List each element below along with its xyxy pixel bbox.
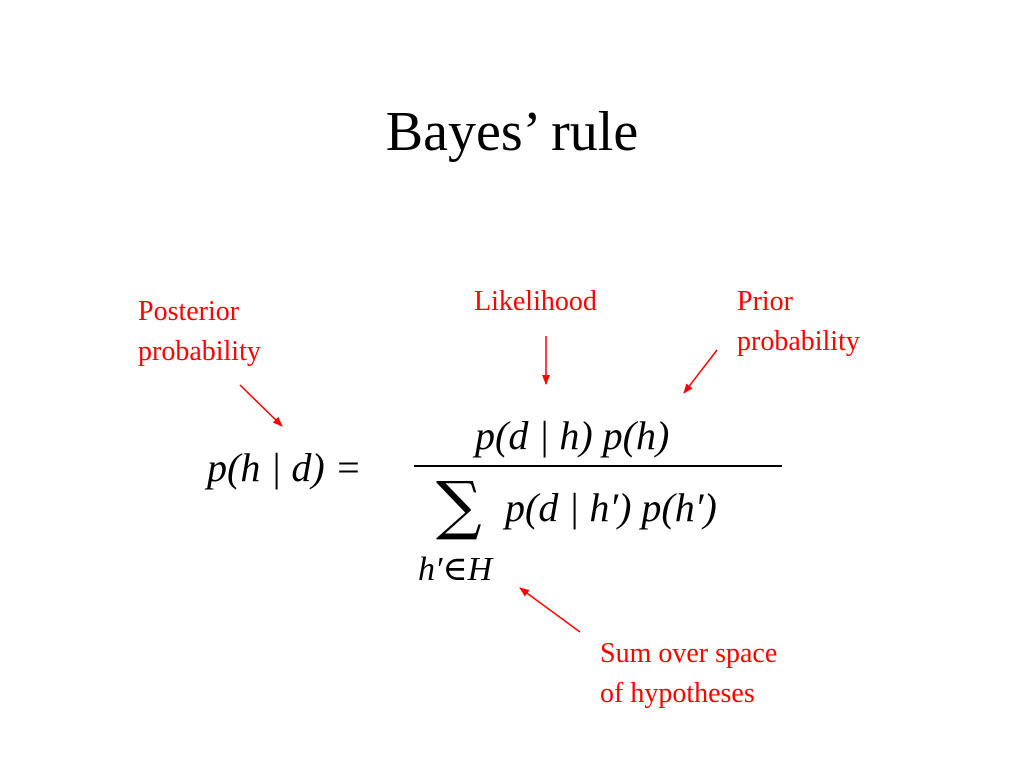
prior-label-line-2: probability [737, 326, 860, 357]
summation-symbol: ∑ [436, 469, 482, 543]
likelihood-label: Likelihood [474, 282, 597, 322]
formula-numerator: p(d | h) p(h) [475, 413, 670, 458]
sum-arrow [519, 587, 581, 633]
prior-arrow [683, 349, 718, 394]
likelihood-label-line-1: Likelihood [474, 286, 597, 317]
posterior-label-line-1: Posterior [138, 296, 240, 327]
prior-probability-label: Prior probability [737, 282, 860, 362]
formula-left-side: p(h | d) = [207, 445, 362, 490]
posterior-arrow [239, 384, 283, 427]
posterior-label-line-2: probability [138, 336, 261, 367]
posterior-probability-label: Posterior probability [138, 292, 261, 372]
sum-label-line-1: Sum over space [600, 638, 778, 669]
sum-over-hypotheses-label: Sum over space of hypotheses [600, 634, 777, 714]
summation-index: h′∈H [418, 551, 493, 588]
fraction-bar [414, 465, 782, 467]
prior-label-line-1: Prior [737, 286, 793, 317]
formula-denominator: p(d | h′) p(h′) [505, 485, 717, 530]
slide-title: Bayes’ rule [385, 101, 639, 163]
sum-label-line-2: of hypotheses [600, 678, 755, 709]
